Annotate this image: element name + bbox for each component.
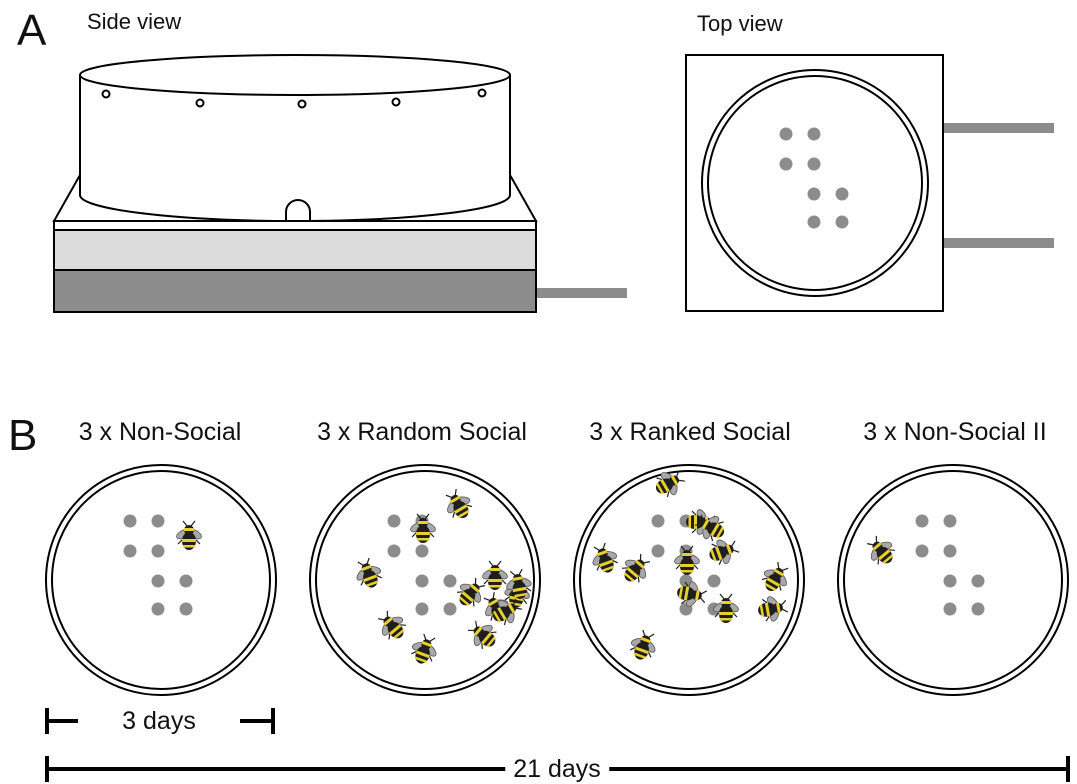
arena-inner-ring [843, 470, 1063, 690]
condition-title-non-social: 3 x Non-Social [78, 418, 242, 446]
arena-non-social-ii [837, 464, 1069, 696]
timeline-short-bracket [45, 708, 275, 734]
top-view-tube-1 [944, 123, 1054, 133]
top-view-arena-outer [701, 69, 929, 297]
side-view-title: Side view [87, 9, 182, 34]
top-view-flowers [779, 127, 849, 229]
long-duration-label: 21 days [505, 755, 609, 783]
side-view-holes [101, 88, 487, 109]
arena-inner-ring [51, 470, 271, 690]
side-view-arena-rim [79, 54, 511, 96]
side-view-tube [537, 288, 627, 298]
top-view-square [685, 54, 944, 312]
side-view-plate [53, 220, 537, 231]
arena-ranked-social [573, 463, 805, 696]
arena-random-social [309, 464, 541, 696]
side-view-arena-wall [79, 75, 511, 222]
arena-non-social [45, 464, 277, 696]
condition-title-non-social-ii: 3 x Non-Social II [863, 418, 1047, 446]
side-view-light-layer [53, 229, 537, 271]
short-duration-label: 3 days [114, 707, 204, 735]
side-view-entrance [285, 199, 311, 220]
condition-title-random-social: 3 x Random Social [317, 418, 527, 446]
arena-flowers [123, 514, 193, 616]
arena-flowers [387, 514, 457, 616]
condition-title-ranked-social: 3 x Ranked Social [589, 418, 791, 446]
arena-inner-ring [579, 470, 799, 690]
top-view-title: Top view [697, 11, 783, 36]
top-view-tube-2 [944, 238, 1054, 248]
top-view-diagram [685, 54, 1054, 312]
arena-inner-ring [315, 470, 535, 690]
panel-a-letter: A [17, 6, 47, 55]
arena-flowers [915, 514, 985, 616]
top-view-arena-inner [707, 75, 923, 291]
panel-b-letter: B [8, 411, 38, 460]
side-view-diagram [52, 54, 627, 313]
side-view-dark-base [53, 269, 537, 313]
